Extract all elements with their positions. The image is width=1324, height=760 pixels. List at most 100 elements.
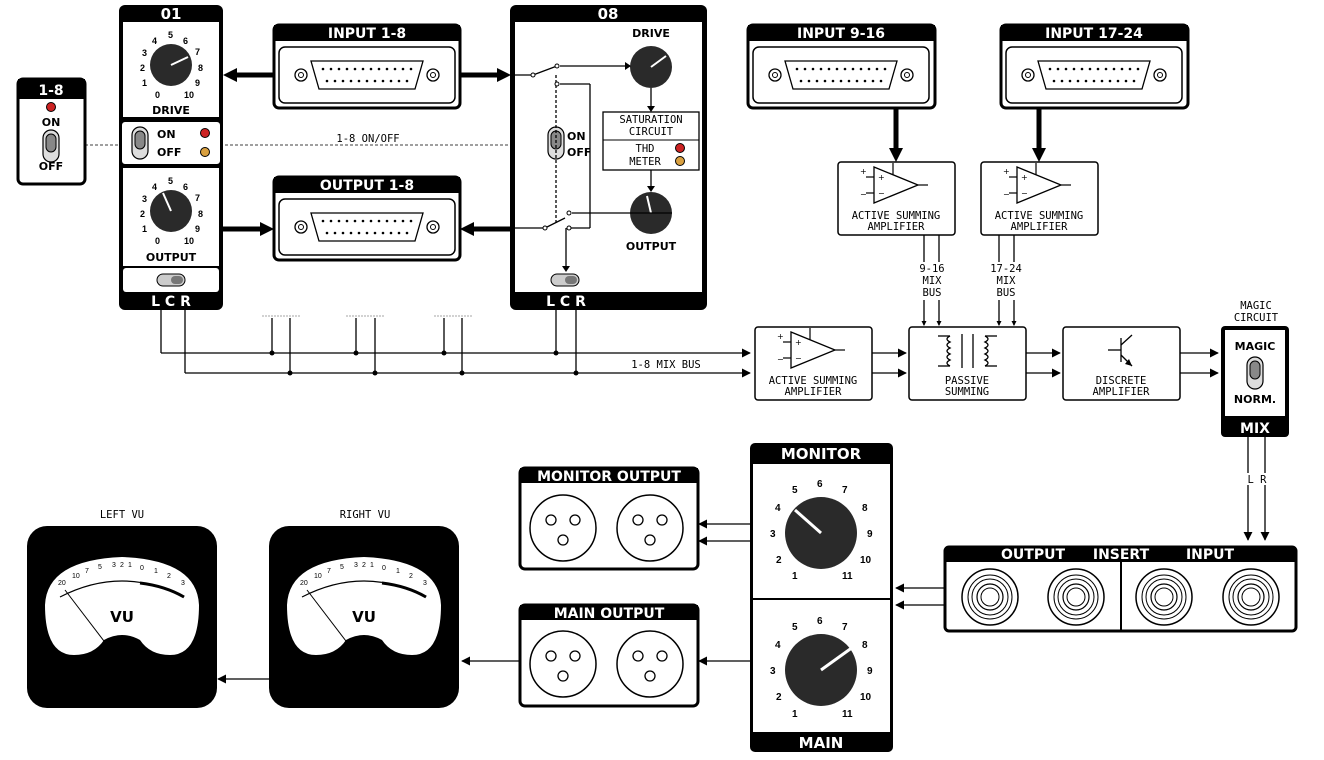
svg-text:4: 4 [775, 503, 781, 514]
svg-text:MIX: MIX [1240, 421, 1270, 437]
insert-input-jack-left [1135, 568, 1193, 626]
svg-text:L C R: L C R [151, 294, 191, 310]
svg-text:VU: VU [352, 608, 376, 626]
svg-text:DRIVE: DRIVE [632, 27, 670, 40]
svg-text:3: 3 [142, 194, 147, 204]
svg-text:INPUT 17-24: INPUT 17-24 [1045, 26, 1143, 42]
svg-text:ON: ON [157, 128, 176, 141]
svg-text:8: 8 [862, 640, 868, 651]
svg-text:SUMMING: SUMMING [945, 386, 989, 398]
svg-text:5: 5 [168, 176, 173, 186]
svg-text:20: 20 [300, 580, 308, 587]
svg-text:OUTPUT: OUTPUT [146, 251, 197, 264]
svg-text:CIRCUIT: CIRCUIT [629, 126, 674, 138]
svg-text:INPUT 9-16: INPUT 9-16 [797, 26, 885, 42]
on-off-line-label: 1-8 ON/OFF [336, 133, 399, 145]
unit-08-panel: 08 DRIVE SATURATION CIRCUIT THD METER OU… [510, 5, 707, 310]
svg-text:MIX: MIX [997, 275, 1017, 287]
svg-text:1: 1 [792, 709, 798, 720]
monitor-output-connector: MONITOR OUTPUT [518, 466, 700, 571]
svg-text:5: 5 [168, 30, 173, 40]
svg-text:2: 2 [140, 209, 145, 219]
svg-text:10: 10 [860, 555, 872, 566]
svg-text:INPUT 1-8: INPUT 1-8 [328, 26, 406, 42]
left-vu-caption: LEFT VU [100, 509, 144, 521]
svg-text:1: 1 [396, 568, 400, 575]
led-amber-icon [200, 147, 210, 157]
svg-text:2: 2 [776, 692, 782, 703]
unit-01-onoff-toggle[interactable] [131, 126, 149, 160]
svg-text:7: 7 [842, 622, 848, 633]
input-17-24-connector: INPUT 17-24 [999, 23, 1190, 110]
svg-text:0: 0 [140, 565, 144, 572]
svg-text:AMPLIFIER: AMPLIFIER [785, 386, 843, 398]
svg-text:5: 5 [792, 485, 798, 496]
svg-text:ON: ON [42, 116, 61, 129]
svg-text:DISCRETE: DISCRETE [1096, 375, 1147, 387]
svg-text:3: 3 [770, 666, 776, 677]
svg-text:ON: ON [567, 130, 586, 143]
svg-text:2: 2 [409, 573, 413, 580]
svg-text:4: 4 [152, 36, 157, 46]
svg-text:INPUT: INPUT [1186, 547, 1235, 563]
svg-text:5: 5 [340, 564, 344, 571]
svg-text:3: 3 [354, 562, 358, 569]
svg-text:2: 2 [167, 573, 171, 580]
svg-text:6: 6 [817, 616, 823, 627]
led-red-icon [675, 143, 685, 153]
svg-text:3: 3 [181, 580, 185, 587]
monitor-output-xlr-right [616, 494, 684, 562]
svg-text:6: 6 [183, 182, 188, 192]
led-red-icon [46, 102, 56, 112]
svg-text:3: 3 [423, 580, 427, 587]
svg-text:1: 1 [142, 78, 147, 88]
on-off-toggle[interactable] [42, 129, 60, 163]
svg-text:AMPLIFIER: AMPLIFIER [1011, 221, 1069, 233]
svg-text:OFF: OFF [567, 146, 591, 159]
svg-text:8: 8 [198, 209, 203, 219]
svg-text:11: 11 [842, 571, 853, 582]
svg-text:2: 2 [120, 562, 124, 569]
svg-text:8: 8 [862, 503, 868, 514]
svg-text:BUS: BUS [997, 287, 1016, 299]
svg-text:MONITOR OUTPUT: MONITOR OUTPUT [537, 469, 681, 485]
svg-text:VU: VU [110, 608, 134, 626]
svg-text:SATURATION: SATURATION [619, 114, 682, 126]
switch-1-8-panel: 1-8 ON OFF [16, 77, 87, 186]
svg-text:OUTPUT: OUTPUT [1001, 547, 1065, 563]
insert-output-jack-left [961, 568, 1019, 626]
svg-text:5: 5 [792, 622, 798, 633]
main-output-xlr-right [616, 630, 684, 698]
svg-text:7: 7 [195, 47, 200, 57]
svg-text:11: 11 [842, 709, 853, 720]
svg-text:AMPLIFIER: AMPLIFIER [1093, 386, 1151, 398]
svg-text:2: 2 [776, 555, 782, 566]
active-summing-amp-1-8: ACTIVE SUMMING AMPLIFIER [754, 326, 873, 401]
switch-1-8-title: 1-8 [38, 83, 63, 99]
svg-text:8: 8 [198, 63, 203, 73]
svg-text:DRIVE: DRIVE [152, 104, 190, 117]
svg-text:6: 6 [183, 36, 188, 46]
svg-text:3: 3 [142, 48, 147, 58]
svg-text:17-24: 17-24 [990, 263, 1022, 275]
led-amber-icon [675, 156, 685, 166]
svg-text:ACTIVE SUMMING: ACTIVE SUMMING [769, 375, 858, 387]
svg-text:4: 4 [152, 182, 157, 192]
svg-text:OUTPUT 1-8: OUTPUT 1-8 [320, 178, 414, 194]
svg-text:MAGIC: MAGIC [1240, 300, 1272, 312]
svg-text:1: 1 [154, 568, 158, 575]
svg-text:OFF: OFF [39, 160, 63, 173]
svg-text:3: 3 [770, 529, 776, 540]
unit-01-title: 01 [161, 5, 182, 23]
insert-output-jack-right [1047, 568, 1105, 626]
svg-text:ACTIVE SUMMING: ACTIVE SUMMING [995, 210, 1084, 222]
svg-text:CIRCUIT: CIRCUIT [1234, 312, 1279, 324]
svg-text:9: 9 [195, 78, 200, 88]
svg-text:0: 0 [155, 236, 160, 246]
svg-text:MAGIC: MAGIC [1235, 340, 1276, 353]
magic-norm-toggle[interactable] [1246, 356, 1264, 390]
active-summing-amp-17-24: ACTIVE SUMMING AMPLIFIER [980, 161, 1099, 236]
